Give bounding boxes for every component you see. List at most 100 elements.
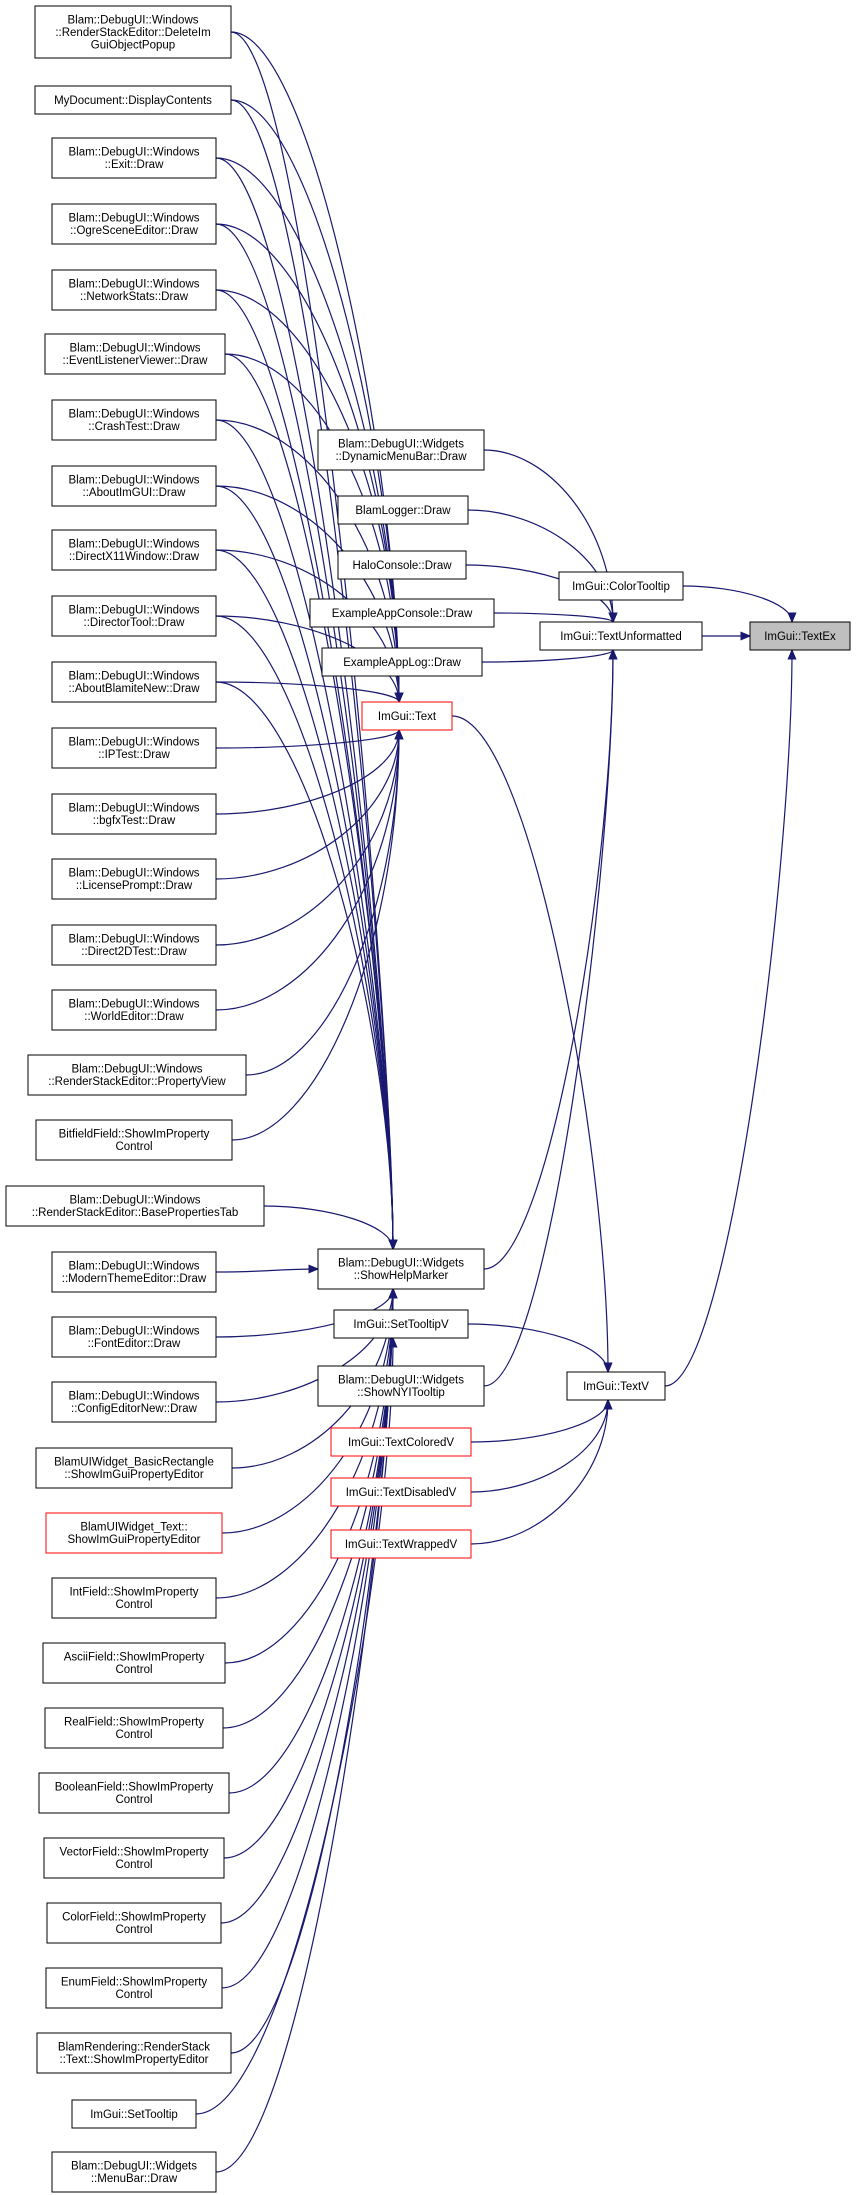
node-box[interactable] — [51, 858, 217, 900]
node-n1[interactable]: Blam::DebugUI::Windows::RenderStackEdito… — [34, 5, 232, 59]
node-n7[interactable]: Blam::DebugUI::Windows::CrashTest::Draw — [51, 399, 217, 441]
node-n9[interactable]: Blam::DebugUI::Windows::DirectX11Window:… — [51, 529, 217, 571]
node-textwrapped[interactable]: ImGui::TextWrappedV — [330, 1529, 472, 1559]
node-settooltipv[interactable]: ImGui::SetTooltipV — [333, 1309, 469, 1339]
node-n33[interactable]: ImGui::SetTooltip — [71, 2099, 197, 2129]
node-colortooltip[interactable]: ImGui::ColorTooltip — [558, 571, 684, 601]
node-n11[interactable]: Blam::DebugUI::Windows::AboutBlamiteNew:… — [51, 661, 217, 703]
node-box[interactable] — [51, 1316, 217, 1358]
node-box[interactable] — [51, 137, 217, 179]
node-box[interactable] — [43, 1837, 225, 1879]
node-m2[interactable]: BlamLogger::Draw — [337, 495, 469, 525]
node-m1[interactable]: Blam::DebugUI::Widgets::DynamicMenuBar::… — [317, 429, 485, 471]
node-box[interactable] — [51, 595, 217, 637]
node-n15[interactable]: Blam::DebugUI::Windows::Direct2DTest::Dr… — [51, 924, 217, 966]
node-box[interactable] — [309, 598, 495, 628]
node-box[interactable] — [317, 429, 485, 471]
node-n24[interactable]: BlamUIWidget_Text::ShowImGuiPropertyEdit… — [45, 1512, 223, 1554]
node-box[interactable] — [51, 727, 217, 769]
node-textunformatted[interactable]: ImGui::TextUnformatted — [539, 621, 703, 651]
node-box[interactable] — [45, 1512, 223, 1554]
node-box[interactable] — [36, 2032, 232, 2074]
node-helpmarker[interactable]: Blam::DebugUI::Widgets::ShowHelpMarker — [317, 1248, 485, 1290]
node-textcolored[interactable]: ImGui::TextColoredV — [330, 1427, 472, 1457]
node-box[interactable] — [38, 1772, 230, 1814]
node-box[interactable] — [44, 1707, 224, 1749]
node-box[interactable] — [51, 924, 217, 966]
node-box[interactable] — [34, 5, 232, 59]
node-n12[interactable]: Blam::DebugUI::Windows::IPTest::Draw — [51, 727, 217, 769]
node-box[interactable] — [45, 1967, 223, 2009]
node-n5[interactable]: Blam::DebugUI::Windows::NetworkStats::Dr… — [51, 269, 217, 311]
node-n32[interactable]: BlamRendering::RenderStack::Text::ShowIm… — [36, 2032, 232, 2074]
node-box[interactable] — [51, 989, 217, 1031]
node-textv[interactable]: ImGui::TextV — [566, 1371, 666, 1401]
node-box[interactable] — [51, 1381, 217, 1423]
node-box[interactable] — [317, 1248, 485, 1290]
node-box[interactable] — [71, 2099, 197, 2129]
node-box[interactable] — [51, 529, 217, 571]
node-box[interactable] — [337, 550, 467, 580]
node-m5[interactable]: ExampleAppLog::Draw — [321, 647, 483, 677]
node-imtext[interactable]: ImGui::Text — [361, 701, 453, 731]
node-n13[interactable]: Blam::DebugUI::Windows::bgfxTest::Draw — [51, 793, 217, 835]
node-box[interactable] — [44, 333, 226, 375]
node-n16[interactable]: Blam::DebugUI::Windows::WorldEditor::Dra… — [51, 989, 217, 1031]
node-box[interactable] — [51, 269, 217, 311]
node-box[interactable] — [35, 1119, 233, 1161]
node-m3[interactable]: HaloConsole::Draw — [337, 550, 467, 580]
node-n23[interactable]: BlamUIWidget_BasicRectangle::ShowImGuiPr… — [35, 1447, 233, 1489]
node-box[interactable] — [51, 203, 217, 245]
node-shownyi[interactable]: Blam::DebugUI::Widgets::ShowNYITooltip — [317, 1365, 485, 1407]
node-box[interactable] — [51, 399, 217, 441]
node-box[interactable] — [317, 1365, 485, 1407]
node-box[interactable] — [46, 1902, 222, 1944]
node-n14[interactable]: Blam::DebugUI::Windows::LicensePrompt::D… — [51, 858, 217, 900]
node-box[interactable] — [749, 621, 851, 651]
node-box[interactable] — [51, 793, 217, 835]
node-n8[interactable]: Blam::DebugUI::Windows::AboutImGUI::Draw — [51, 465, 217, 507]
node-box[interactable] — [558, 571, 684, 601]
node-n21[interactable]: Blam::DebugUI::Windows::FontEditor::Draw — [51, 1316, 217, 1358]
node-box[interactable] — [566, 1371, 666, 1401]
node-n2[interactable]: MyDocument::DisplayContents — [34, 85, 232, 115]
node-n20[interactable]: Blam::DebugUI::Windows::ModernThemeEdito… — [51, 1251, 217, 1293]
node-n34[interactable]: Blam::DebugUI::Widgets::MenuBar::Draw — [51, 2151, 217, 2193]
node-n6[interactable]: Blam::DebugUI::Windows::EventListenerVie… — [44, 333, 226, 375]
node-box[interactable] — [51, 1251, 217, 1293]
node-box[interactable] — [539, 621, 703, 651]
node-box[interactable] — [51, 465, 217, 507]
node-n3[interactable]: Blam::DebugUI::Windows::Exit::Draw — [51, 137, 217, 179]
node-n10[interactable]: Blam::DebugUI::Windows::DirectorTool::Dr… — [51, 595, 217, 637]
node-box[interactable] — [42, 1642, 226, 1684]
node-box[interactable] — [333, 1309, 469, 1339]
node-box[interactable] — [27, 1054, 247, 1096]
node-n22[interactable]: Blam::DebugUI::Windows::ConfigEditorNew:… — [51, 1381, 217, 1423]
node-box[interactable] — [337, 495, 469, 525]
node-box[interactable] — [361, 701, 453, 731]
node-box[interactable] — [51, 2151, 217, 2193]
node-box[interactable] — [5, 1185, 265, 1227]
node-box[interactable] — [321, 647, 483, 677]
node-box[interactable] — [34, 85, 232, 115]
node-box[interactable] — [51, 1577, 217, 1619]
node-box[interactable] — [330, 1529, 472, 1559]
node-box[interactable] — [51, 661, 217, 703]
node-box[interactable] — [330, 1477, 472, 1507]
node-box[interactable] — [330, 1427, 472, 1457]
node-n17[interactable]: Blam::DebugUI::Windows::RenderStackEdito… — [27, 1054, 247, 1096]
node-textex[interactable]: ImGui::TextEx — [749, 621, 851, 651]
node-m4[interactable]: ExampleAppConsole::Draw — [309, 598, 495, 628]
node-box[interactable] — [35, 1447, 233, 1489]
node-textdisabled[interactable]: ImGui::TextDisabledV — [330, 1477, 472, 1507]
node-n4[interactable]: Blam::DebugUI::Windows::OgreSceneEditor:… — [51, 203, 217, 245]
node-n19[interactable]: Blam::DebugUI::Windows::RenderStackEdito… — [5, 1185, 265, 1227]
